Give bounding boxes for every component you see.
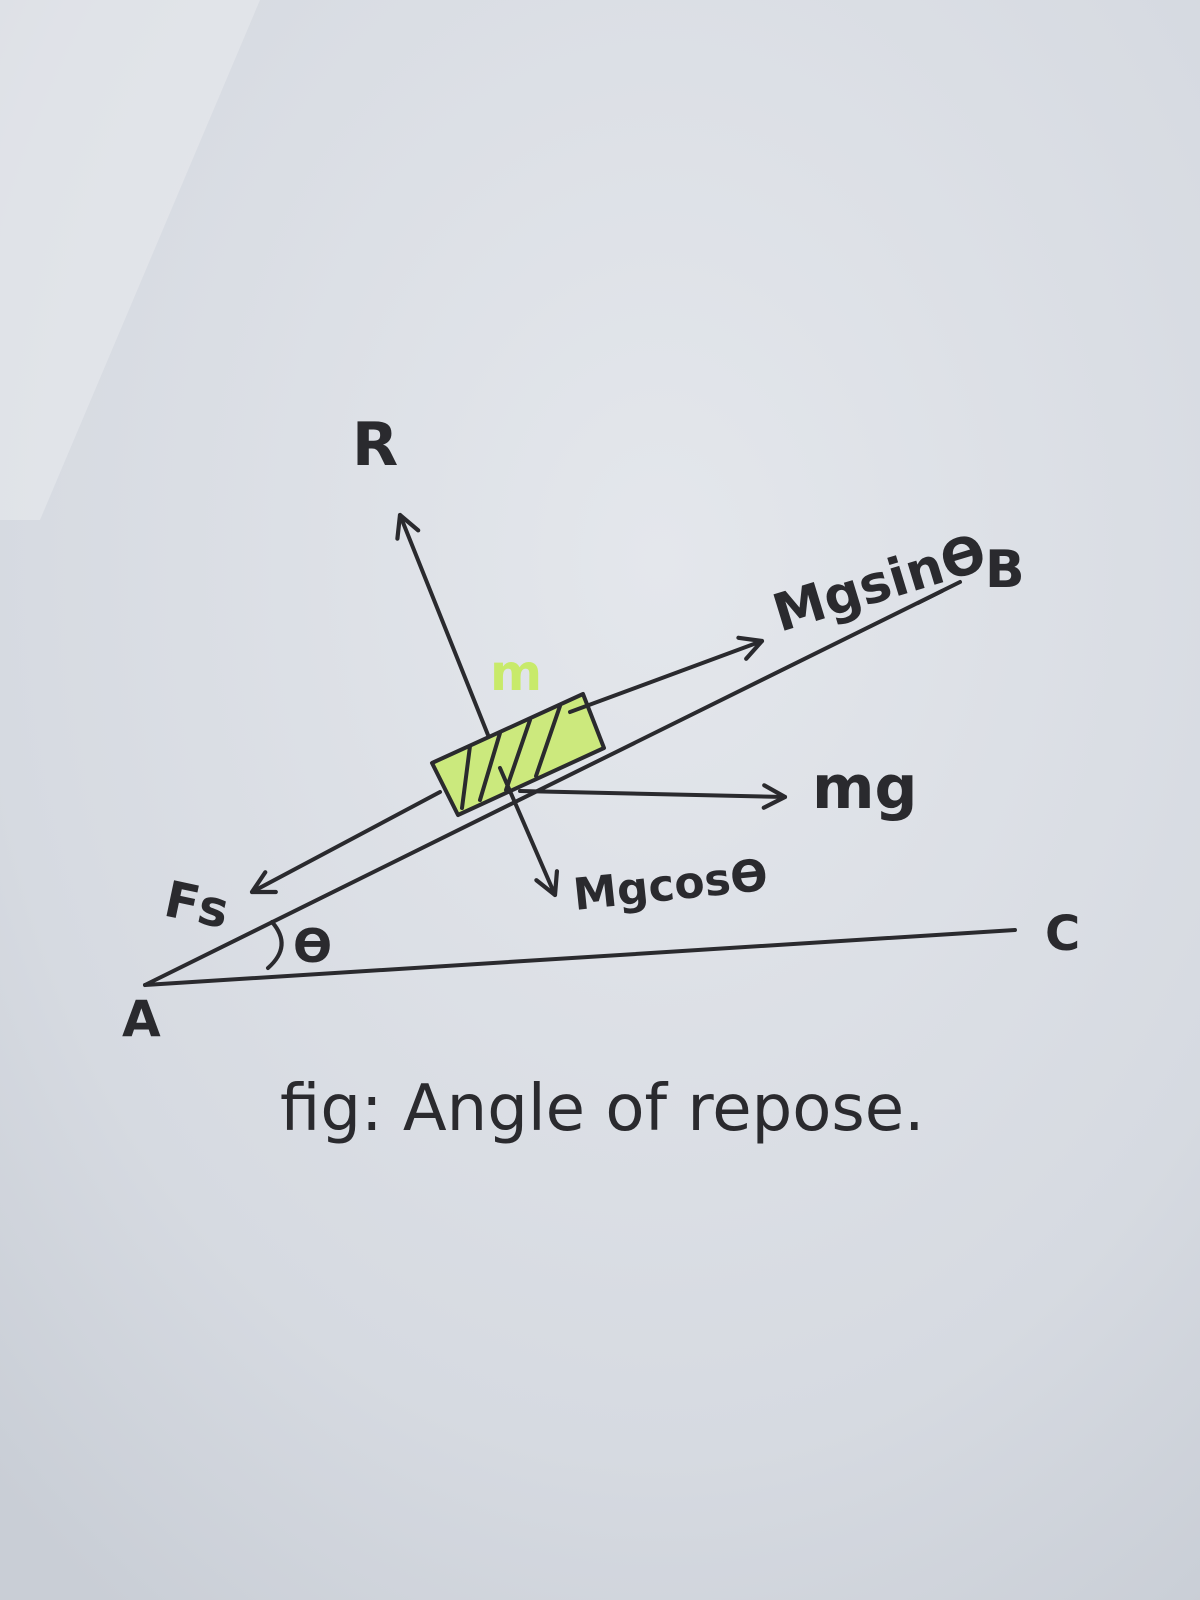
label-fs: Fs [160, 870, 235, 940]
block-m [430, 692, 606, 817]
block-hatch-1 [460, 744, 472, 810]
incline-line-ab [143, 580, 962, 987]
mgcos-arrow [498, 766, 560, 898]
label-c: C [1045, 906, 1080, 962]
label-mg: mg [812, 753, 917, 823]
light-glare [0, 0, 260, 520]
block-hatch-2 [478, 731, 502, 802]
block-outline [430, 692, 606, 817]
label-a: A [122, 990, 161, 1048]
base-line-ac [143, 928, 1017, 987]
friction-arrow-fs [249, 790, 442, 895]
figure-caption: fig: Angle of repose. [280, 1072, 924, 1146]
reaction-arrow-r [395, 512, 490, 737]
mgsin-arrow [568, 635, 765, 714]
label-theta: ϴ [293, 919, 332, 973]
label-b: B [985, 540, 1025, 600]
block-hatch-3 [504, 718, 532, 792]
label-r: R [352, 410, 398, 480]
angle-arc [266, 920, 284, 970]
block-hatch-4 [534, 704, 562, 778]
mg-arrow [518, 783, 788, 810]
label-m: m [490, 644, 542, 702]
incline-end-tick [916, 589, 944, 605]
